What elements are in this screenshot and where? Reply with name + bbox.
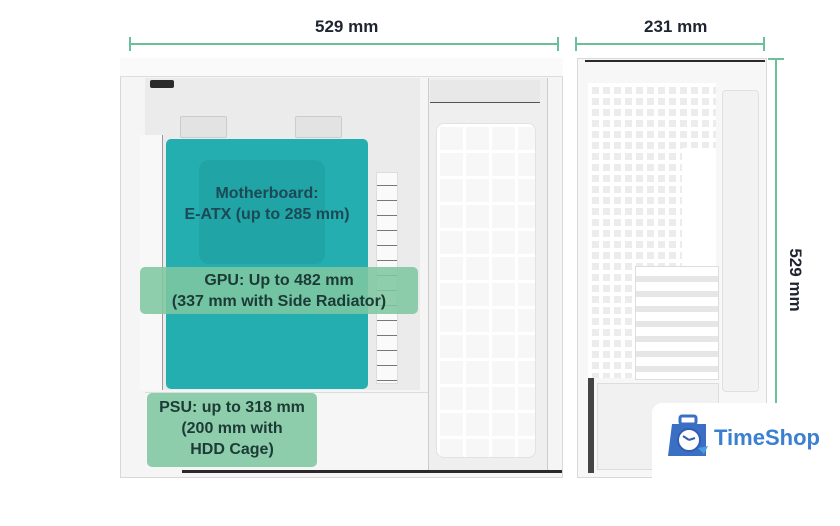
case-top-panel bbox=[120, 58, 563, 77]
left-standoff-rail bbox=[140, 135, 163, 390]
motherboard-inner-tray bbox=[199, 160, 325, 264]
expansion-slots bbox=[635, 266, 719, 380]
height-dimension-line bbox=[775, 58, 777, 478]
front-left-strut bbox=[588, 378, 594, 473]
clock-bag-icon bbox=[666, 414, 712, 460]
grommet-left bbox=[180, 116, 227, 138]
length-tick-right bbox=[557, 37, 559, 51]
front-top-edge bbox=[585, 60, 765, 62]
psu-label-line2: (200 mm with bbox=[181, 420, 283, 437]
case-bottom-edge bbox=[182, 470, 562, 473]
grommet-right bbox=[295, 116, 342, 138]
length-dimension-line bbox=[129, 43, 559, 45]
length-tick-left bbox=[129, 37, 131, 51]
psu-label-line3: HDD Cage) bbox=[190, 441, 274, 458]
width-dimension-line bbox=[575, 43, 765, 45]
top-fan-cover bbox=[430, 80, 540, 103]
gpu-label-line1: GPU: Up to 482 mm bbox=[204, 272, 354, 289]
length-dimension-label: 529 mm bbox=[315, 17, 379, 36]
width-tick-right bbox=[763, 37, 765, 51]
height-tick-top bbox=[768, 58, 784, 60]
rear-cutout bbox=[682, 148, 716, 268]
width-tick-left bbox=[575, 37, 577, 51]
motherboard-label-line1: Motherboard: bbox=[215, 185, 319, 202]
width-dimension-label: 231 mm bbox=[644, 17, 708, 36]
front-mesh-panel bbox=[436, 123, 536, 458]
io-cutout bbox=[150, 80, 174, 88]
height-dimension-label: 529 mm bbox=[786, 248, 805, 312]
watermark-brand: TimeShop bbox=[714, 425, 820, 450]
gpu-label-line2: (337 mm with Side Radiator) bbox=[171, 293, 387, 310]
motherboard-label-line2: E-ATX (up to 285 mm) bbox=[184, 206, 350, 223]
gpu-label: GPU: Up to 482 mm (337 mm with Side Radi… bbox=[140, 267, 418, 314]
side-panel-edge bbox=[722, 90, 759, 392]
psu-label-line1: PSU: up to 318 mm bbox=[159, 399, 305, 416]
psu-label: PSU: up to 318 mm (200 mm with HDD Cage) bbox=[147, 393, 317, 467]
